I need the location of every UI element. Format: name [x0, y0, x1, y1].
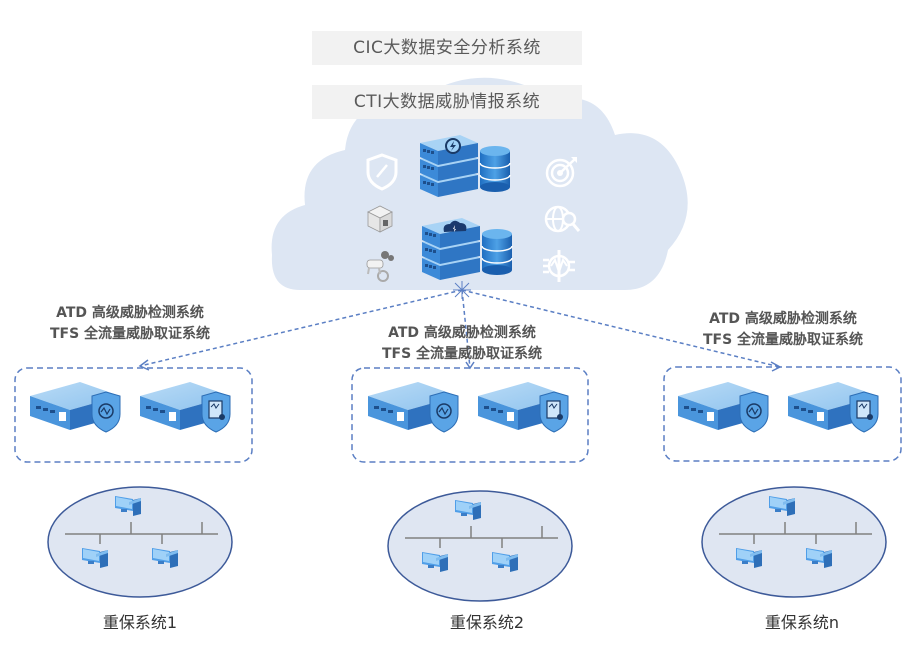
site-2-system-labels: ATD 高级威胁检测系统 TFS 全流量威胁取证系统 [337, 323, 587, 365]
site-1-system-labels: ATD 高级威胁检测系统 TFS 全流量威胁取证系统 [5, 303, 255, 345]
target-icon [545, 157, 577, 188]
cloud-shape [271, 77, 688, 291]
tfs-label: TFS 全流量威胁取证系统 [49, 326, 211, 342]
cic-platform-label: CIC大数据安全分析系统 [312, 31, 582, 65]
atd-appliance [368, 382, 459, 433]
tfs-label: TFS 全流量威胁取证系统 [702, 332, 864, 348]
link-site-n [461, 289, 781, 368]
signal-icon [543, 250, 575, 282]
site-2-device-group [351, 367, 589, 463]
cti-platform-label: CTI大数据威胁情报系统 [312, 85, 582, 119]
site-1-name: 重保系统1 [102, 613, 178, 632]
tfs-label: TFS 全流量威胁取证系统 [381, 346, 543, 362]
site-n-name: 重保系统n [764, 613, 840, 632]
atd-label: ATD 高级威胁检测系统 [56, 305, 204, 321]
analysis-server-stack [420, 135, 511, 197]
globe-search-icon [544, 205, 581, 233]
link-site-2 [461, 289, 471, 369]
tfs-appliance [788, 382, 879, 433]
atd-label: ATD 高级威胁检测系统 [709, 311, 857, 327]
atd-label: ATD 高级威胁检测系统 [388, 325, 536, 341]
site-1-network [47, 486, 233, 598]
cloud-server-stack [422, 218, 513, 280]
site-2-name: 重保系统2 [449, 613, 525, 632]
site-1-device-group [14, 367, 253, 463]
tfs-appliance [140, 382, 231, 433]
site-n-device-group [663, 366, 902, 462]
atd-appliance [678, 382, 769, 433]
cloud-bolt-icon [443, 220, 467, 232]
link-site-1 [139, 289, 463, 367]
site-n-network [701, 486, 887, 598]
site-n-system-labels: ATD 高级威胁检测系统 TFS 全流量威胁取证系统 [658, 309, 908, 351]
connection-lines [139, 289, 781, 369]
atd-appliance [30, 382, 121, 433]
package-icon [367, 205, 393, 233]
link-hub-icon [453, 281, 471, 299]
robot-dog-icon [366, 251, 394, 282]
site-2-network [387, 490, 573, 602]
shield-icon [366, 153, 398, 191]
tfs-appliance [478, 382, 569, 433]
search-bolt-icon [445, 138, 461, 154]
